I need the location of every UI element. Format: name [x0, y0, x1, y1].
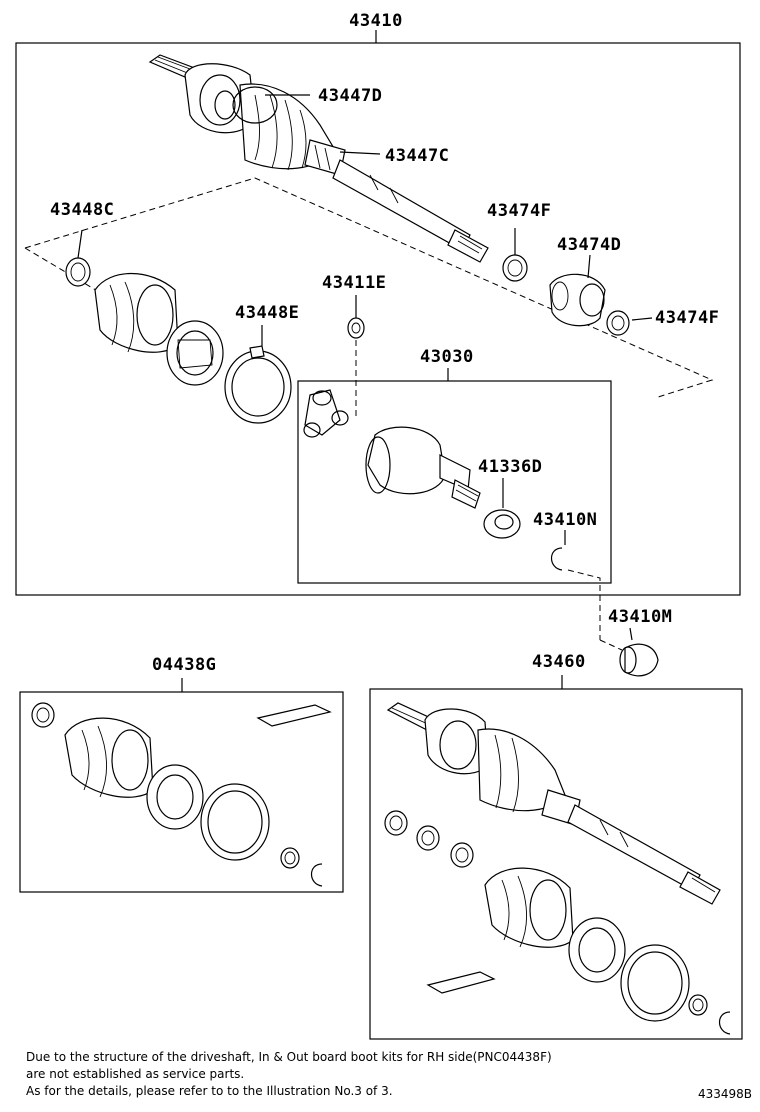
- ring-43474F-a-drawing: [502, 228, 528, 282]
- label-43460: 43460: [532, 652, 586, 672]
- assembly-43460-frame: [369, 675, 743, 1040]
- kit-04438G-frame: [19, 678, 344, 893]
- drive-shaft-top-drawing: [148, 54, 489, 263]
- label-43030: 43030: [420, 347, 474, 367]
- kit-04438G-parts-drawing: [31, 702, 332, 887]
- label-04438G: 04438G: [152, 655, 216, 675]
- clamp-43448C-drawing: [65, 229, 91, 287]
- label-41336D: 41336D: [478, 457, 542, 477]
- label-43448C: 43448C: [50, 200, 114, 220]
- note-line-3: As for the details, please refer to to t…: [26, 1084, 393, 1098]
- leader-lines: [261, 94, 381, 346]
- note-line-2: are not established as service parts.: [26, 1067, 245, 1081]
- assembly-43460-parts-drawing: [384, 702, 731, 1035]
- label-43410N: 43410N: [533, 510, 597, 530]
- label-43410M: 43410M: [608, 607, 672, 627]
- outboard-boot-drawing: [94, 272, 179, 353]
- assembly-43410-frame: [15, 30, 741, 596]
- label-43474F-b: 43474F: [655, 308, 719, 328]
- inboard-joint-housing-drawing: [365, 426, 481, 509]
- boot-large-ring-drawing: [166, 320, 224, 386]
- label-43447C: 43447C: [385, 146, 449, 166]
- circlip-43410N-drawing: [550, 530, 601, 640]
- note-line-1: Due to the structure of the driveshaft, …: [26, 1050, 552, 1064]
- illustration-id: 433498B: [697, 1087, 752, 1101]
- label-43474D: 43474D: [557, 235, 621, 255]
- clamp-43448E-drawing: [224, 345, 292, 424]
- label-43410: 43410: [349, 11, 403, 31]
- seal-41336D-drawing: [483, 478, 521, 539]
- bearing-43410M-drawing: [599, 627, 659, 677]
- ring-43474F-b-drawing: [606, 310, 653, 336]
- assembly-43030-frame: [297, 368, 612, 584]
- label-43411E: 43411E: [322, 273, 386, 293]
- damper-43474D-drawing: [549, 254, 606, 327]
- snap-ring-43411E-drawing: [347, 317, 365, 420]
- tripod-joint-drawing: [303, 389, 349, 438]
- label-43448E: 43448E: [235, 303, 299, 323]
- label-43447D: 43447D: [318, 86, 382, 106]
- label-43474F-a: 43474F: [487, 201, 551, 221]
